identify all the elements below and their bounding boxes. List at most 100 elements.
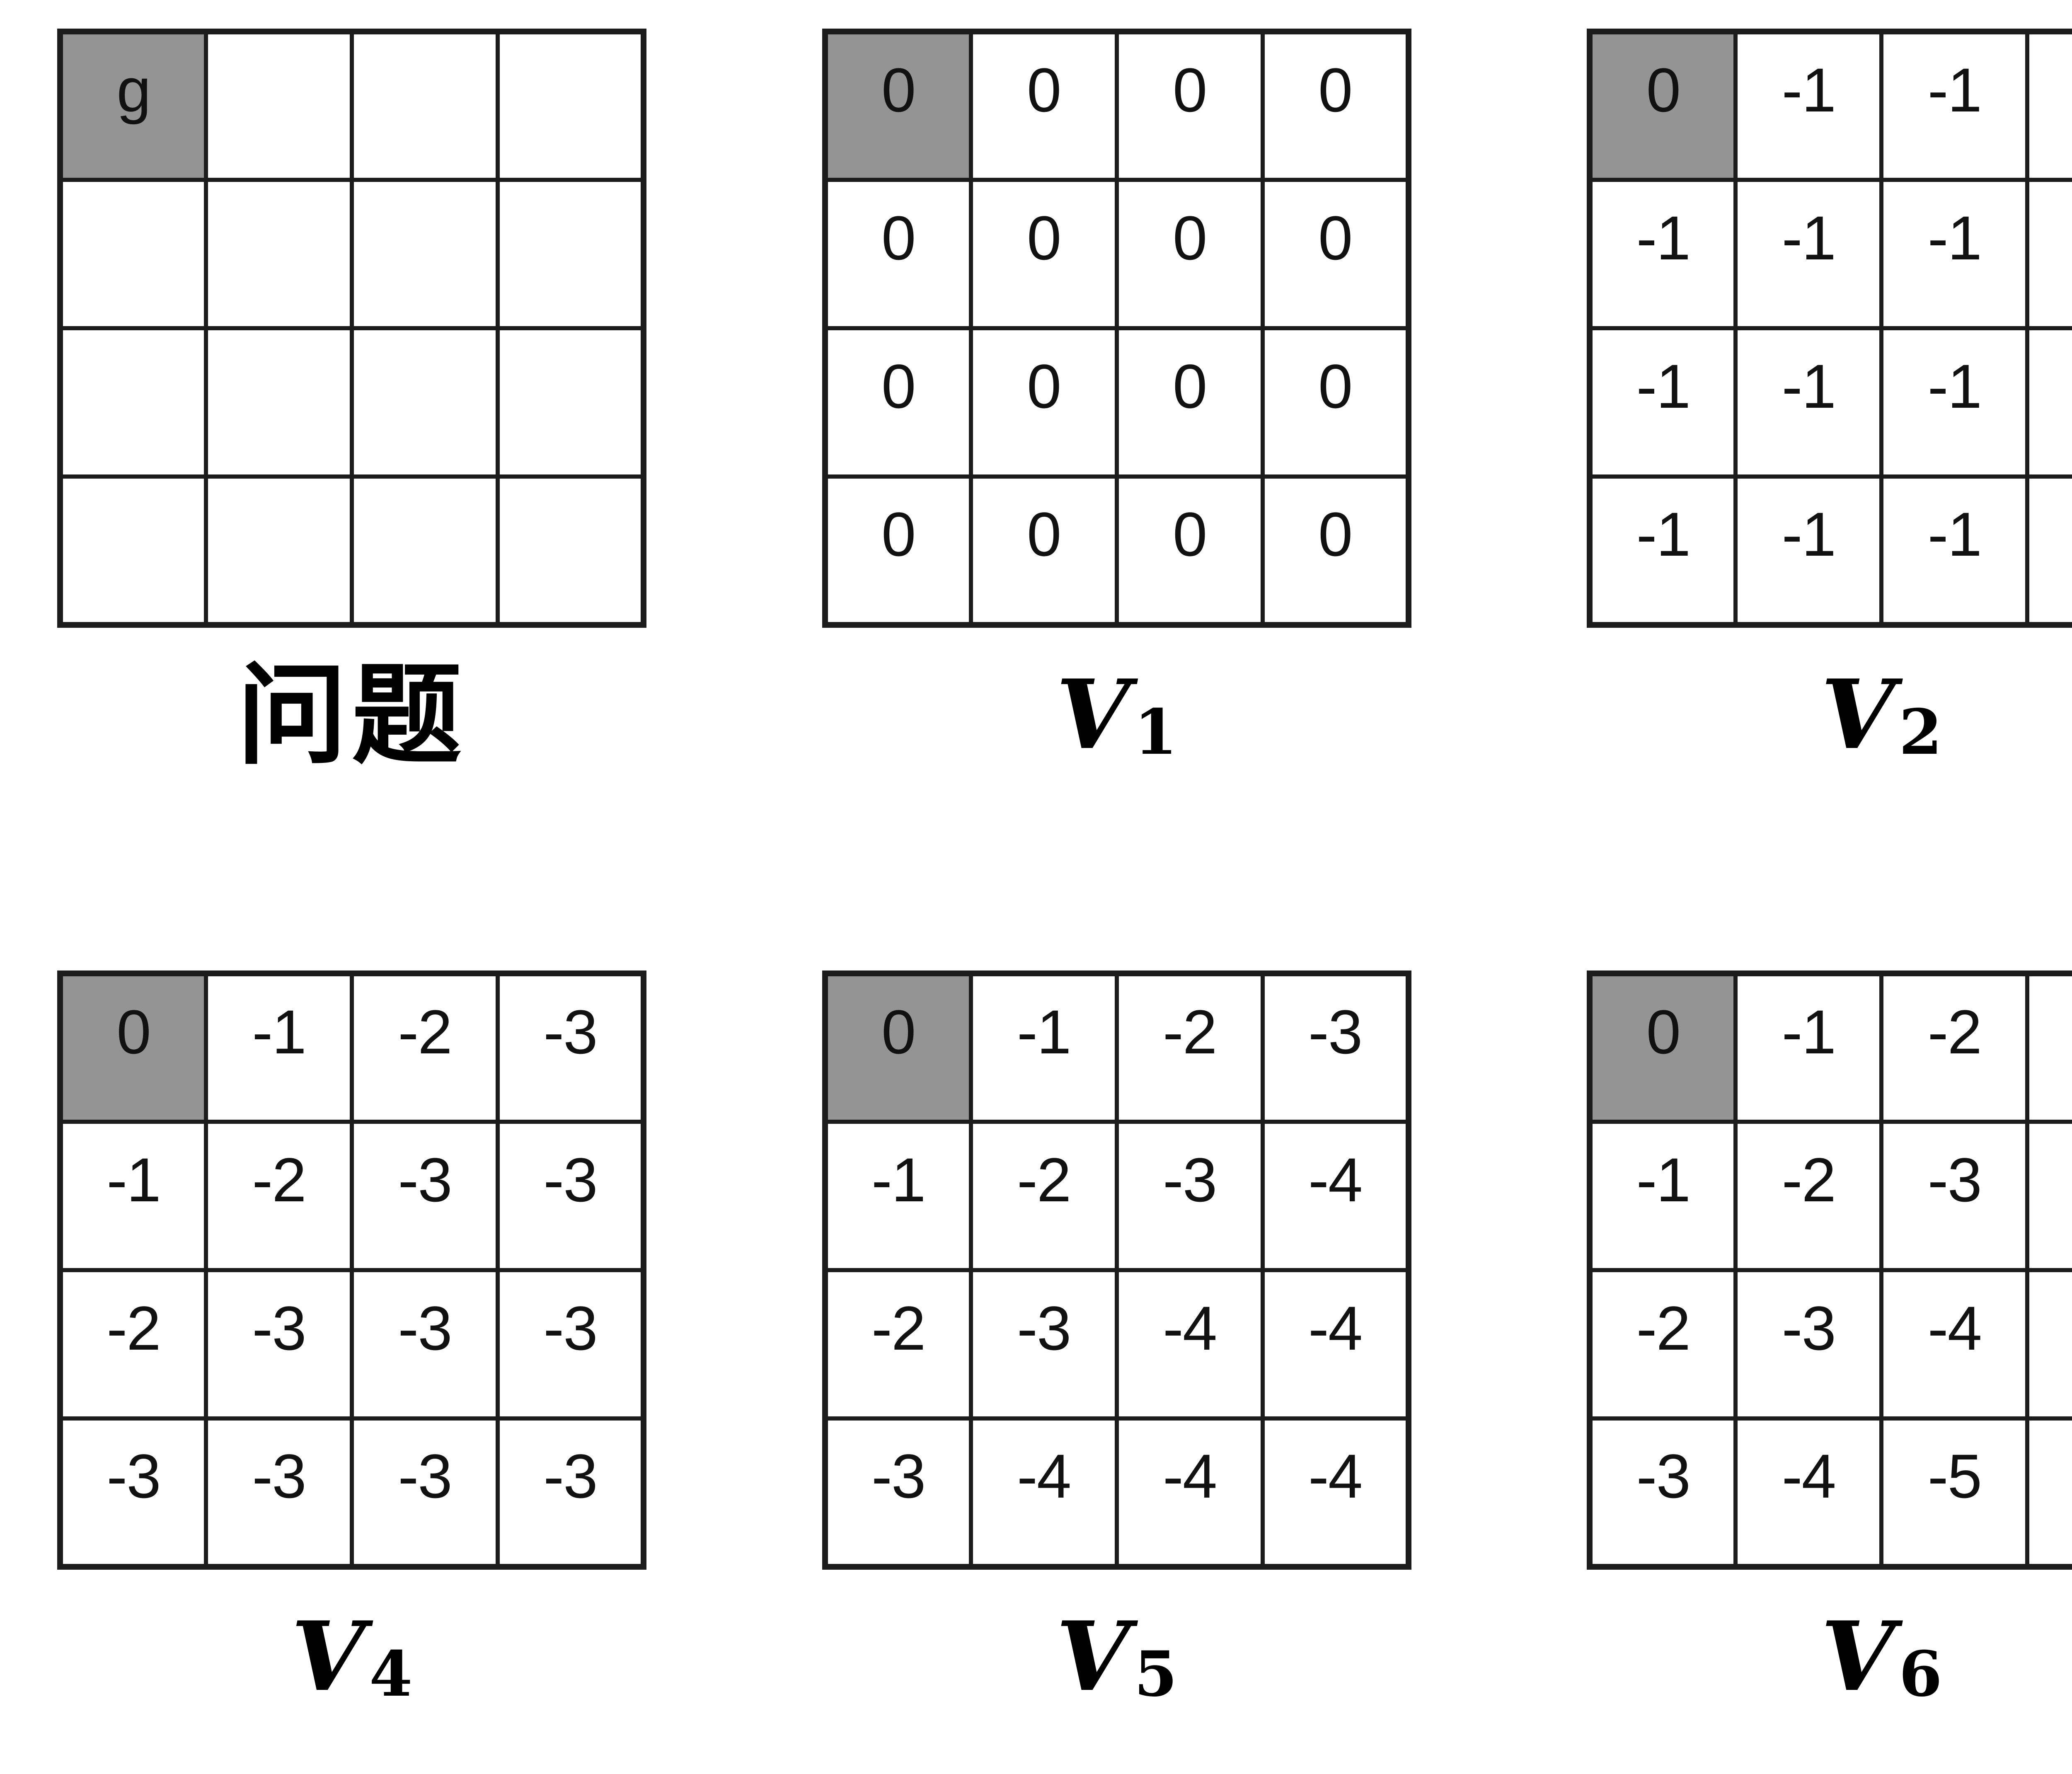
grid-row <box>58 326 646 479</box>
grid-cell: -2 <box>968 1120 1119 1272</box>
value-grid-v2: 0-1-1-1-1-1-1-1-1-1-1-1-1-1-1-1 <box>1587 29 2072 628</box>
grid-cell <box>496 326 646 479</box>
grid-cell: -2 <box>1733 1120 1884 1272</box>
grid-cell: -5 <box>2025 1416 2072 1569</box>
grid-cell: -3 <box>204 1416 354 1569</box>
grid-cell: -1 <box>1879 178 2030 330</box>
grid-cell <box>350 474 500 627</box>
grid-cell: 0 <box>968 474 1119 627</box>
grid-cell: -1 <box>968 971 1119 1124</box>
grid-cell: 0 <box>1260 474 1411 627</box>
panel-v6: 0-1-2-3-1-2-3-4-2-3-4-5-3-4-5-5 V6 <box>1587 970 2072 1744</box>
grid-cell: -2 <box>350 971 500 1124</box>
grid-cell: -4 <box>1114 1268 1265 1421</box>
caption-subscript: 4 <box>369 1638 413 1711</box>
grid-cell <box>496 474 646 627</box>
grid-cell: -1 <box>1879 474 2030 627</box>
grid-cell: -1 <box>204 971 354 1124</box>
grid-cell: 0 <box>968 29 1119 182</box>
caption-text: 问题 <box>237 650 467 779</box>
grid-row: -2-3-4-5 <box>1588 1268 2072 1421</box>
grid-cell <box>58 178 208 330</box>
grid-cell: -5 <box>1879 1416 2030 1569</box>
value-grid-v5: 0-1-2-3-1-2-3-4-2-3-4-4-3-4-4-4 <box>822 970 1411 1570</box>
grid-cell <box>350 178 500 330</box>
grid-cell: -1 <box>823 1120 973 1272</box>
grid-cell: 0 <box>968 326 1119 479</box>
grid-cell: -3 <box>1260 971 1411 1124</box>
grid-cell <box>350 29 500 182</box>
grid-cell: -1 <box>58 1120 208 1272</box>
goal-cell: 0 <box>58 971 208 1124</box>
grid-cell: -1 <box>1879 29 2030 182</box>
grid-row: -1-2-3-3 <box>58 1120 646 1272</box>
grid-cell: -1 <box>1733 474 1884 627</box>
grid-cell: 0 <box>823 178 973 330</box>
grid-cell <box>204 474 354 627</box>
grid-cell: -2 <box>1114 971 1265 1124</box>
grid-cell: -4 <box>1879 1268 2030 1421</box>
grid-cell: -4 <box>1260 1416 1411 1569</box>
grid-cell: -3 <box>1733 1268 1884 1421</box>
grid-cell: 0 <box>1260 178 1411 330</box>
grid-row: -1-1-1-1 <box>1588 326 2072 479</box>
grid-cell <box>204 326 354 479</box>
caption-text: V <box>1820 659 1895 771</box>
grid-cell: -1 <box>1733 29 1884 182</box>
grid-cell <box>204 29 354 182</box>
grid-cell: -1 <box>1733 178 1884 330</box>
grid-cell: -1 <box>1588 1120 1738 1272</box>
problem-grid: g <box>57 29 646 628</box>
grid-cell: -1 <box>2025 29 2072 182</box>
caption-subscript: 1 <box>1134 696 1178 769</box>
grid-cell: -3 <box>204 1268 354 1421</box>
grid-cell: -2 <box>1588 1268 1738 1421</box>
caption-text: V <box>1056 659 1130 771</box>
grid-cell: -3 <box>496 1268 646 1421</box>
grid-cell: -1 <box>2025 474 2072 627</box>
grid-cell: -4 <box>968 1416 1119 1569</box>
grid-cell <box>350 326 500 479</box>
grid-row: 0-1-2-3 <box>58 971 646 1124</box>
grid-cell: -4 <box>1260 1120 1411 1272</box>
grid-cell: -3 <box>2025 971 2072 1124</box>
grid-cell: -1 <box>1588 474 1738 627</box>
grid-row: -2-3-3-3 <box>58 1268 646 1421</box>
grid-row: -3-4-4-4 <box>823 1416 1411 1569</box>
caption-subscript: 6 <box>1899 1638 1942 1711</box>
grid-cell: -3 <box>58 1416 208 1569</box>
caption-text: V <box>1056 1601 1130 1713</box>
grid-cell: 0 <box>823 326 973 479</box>
grid-row: -3-3-3-3 <box>58 1416 646 1569</box>
grid-cell: -3 <box>350 1268 500 1421</box>
grid-cell <box>58 326 208 479</box>
grid-cell: -1 <box>1879 326 2030 479</box>
grid-cell: -4 <box>1260 1268 1411 1421</box>
grid-cell: -1 <box>1733 971 1884 1124</box>
goal-cell: 0 <box>1588 971 1738 1124</box>
grid-cell: -1 <box>1588 326 1738 479</box>
panel-problem: g 问题 <box>57 29 646 802</box>
grid-row <box>58 474 646 627</box>
goal-cell: 0 <box>823 971 973 1124</box>
grid-cell: -2 <box>204 1120 354 1272</box>
grid-cell: -1 <box>2025 178 2072 330</box>
grid-row: -3-4-5-5 <box>1588 1416 2072 1569</box>
grid-cell: -3 <box>1114 1120 1265 1272</box>
grid-cell: -3 <box>1588 1416 1738 1569</box>
grid-row: -1-1-1-1 <box>1588 474 2072 627</box>
grid-cell: 0 <box>1260 29 1411 182</box>
grid-cell <box>496 29 646 182</box>
grid-cell: 0 <box>1114 326 1265 479</box>
